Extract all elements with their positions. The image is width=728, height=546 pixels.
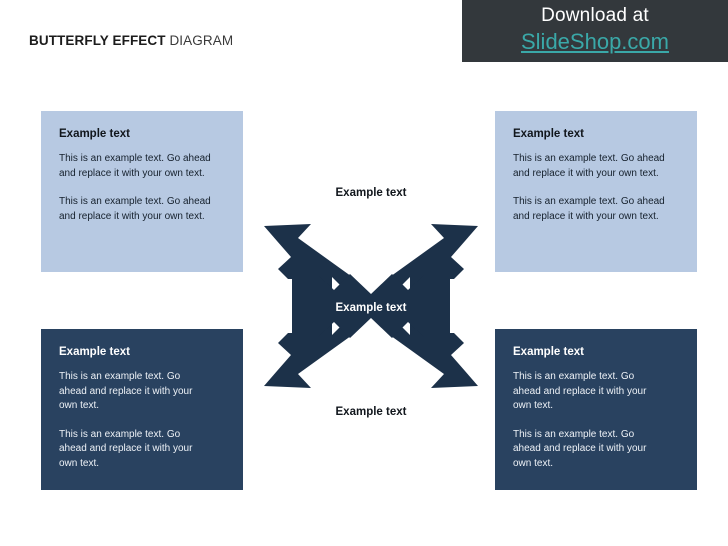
centre-label-top: Example text <box>335 187 407 199</box>
promo-banner-link[interactable]: SlideShop.com <box>521 29 669 54</box>
quadrant-top-left[interactable]: Example text This is an example text. Go… <box>41 111 243 272</box>
arrow-down-right <box>387 312 478 388</box>
quadrant-title: Example text <box>513 128 584 140</box>
quadrant-paragraph: This is an example text. Go ahead and re… <box>513 153 665 179</box>
butterfly-arrows-svg <box>264 224 478 388</box>
page-title-light: DIAGRAM <box>165 33 234 48</box>
centre-label-bottom: Example text <box>335 406 407 418</box>
quadrant-top-right[interactable]: Example text This is an example text. Go… <box>495 111 697 272</box>
quadrant-paragraph: This is an example text. Go ahead and re… <box>513 371 647 411</box>
promo-banner[interactable]: Download at SlideShop.com <box>462 0 728 62</box>
quadrant-paragraph: This is an example text. Go ahead and re… <box>59 153 211 179</box>
quadrant-paragraph: This is an example text. Go ahead and re… <box>59 196 211 222</box>
centre-hub <box>292 274 450 338</box>
arrow-down-left <box>264 312 355 388</box>
quadrant-title: Example text <box>59 128 130 140</box>
arrow-up-left <box>264 224 355 300</box>
centre-label-middle: Example text <box>335 302 407 314</box>
quadrant-paragraph: This is an example text. Go ahead and re… <box>59 371 193 411</box>
quadrant-bottom-left[interactable]: Example text This is an example text. Go… <box>41 329 243 490</box>
quadrant-title: Example text <box>513 346 584 358</box>
quadrant-paragraph: This is an example text. Go ahead and re… <box>513 428 647 469</box>
arrow-group <box>264 224 478 388</box>
page-title: BUTTERFLY EFFECT DIAGRAM <box>29 33 233 48</box>
promo-banner-line1: Download at <box>541 5 649 26</box>
quadrant-title: Example text <box>59 346 130 358</box>
butterfly-arrows-icon <box>258 218 484 394</box>
arrow-up-right <box>387 224 478 300</box>
quadrant-paragraph: This is an example text. Go ahead and re… <box>59 428 193 469</box>
quadrant-bottom-right[interactable]: Example text This is an example text. Go… <box>495 329 697 490</box>
page-title-strong: BUTTERFLY EFFECT <box>29 33 166 48</box>
quadrant-paragraph: This is an example text. Go ahead and re… <box>513 196 665 222</box>
